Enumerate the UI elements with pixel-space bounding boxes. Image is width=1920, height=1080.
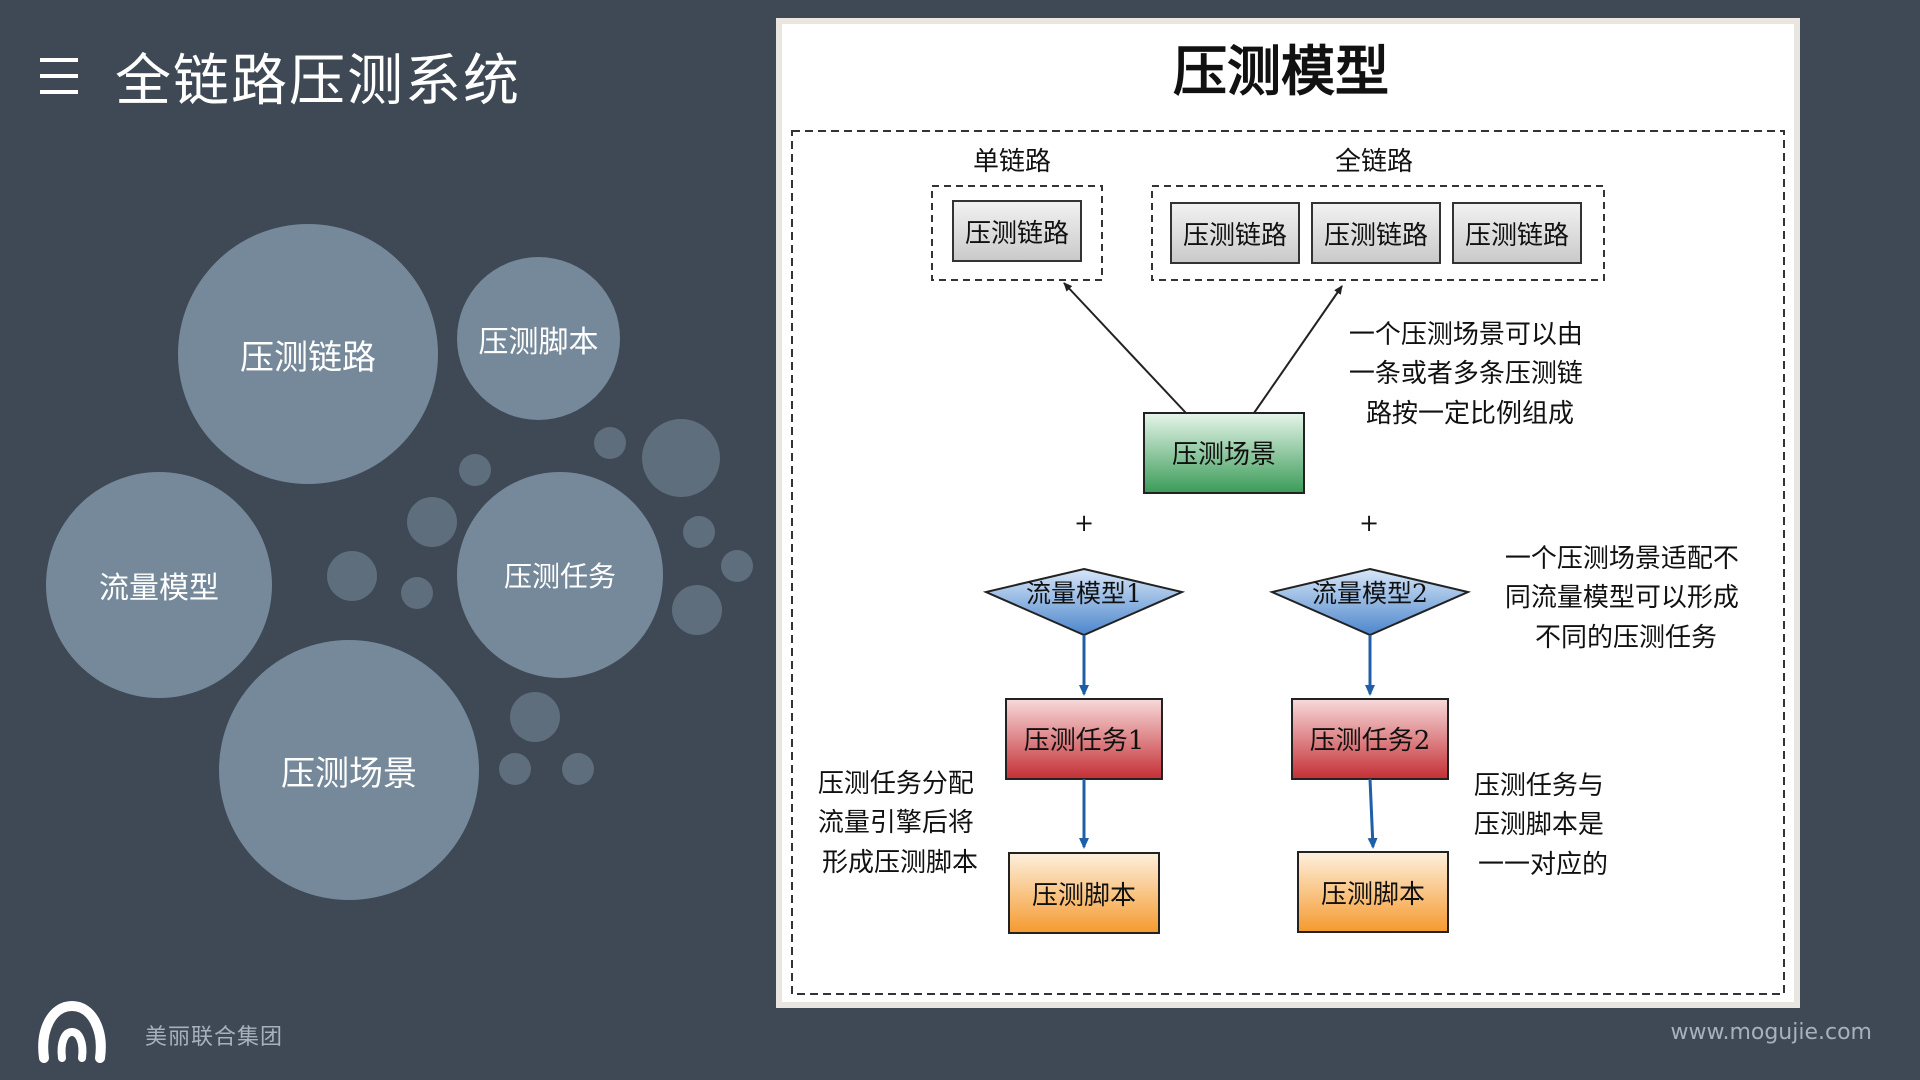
scene-box: 压测场景: [1143, 412, 1305, 494]
bubble-chain: 压测链路: [178, 224, 438, 484]
task-2-box: 压测任务2: [1291, 698, 1449, 780]
decor-dot: [562, 753, 594, 785]
decor-dot: [642, 419, 720, 497]
script-box-1-label: 压测脚本: [1032, 881, 1136, 911]
diagram-title: 压测模型: [1173, 39, 1389, 103]
note-line: 一一对应的: [1478, 850, 1608, 880]
decor-dot: [459, 454, 491, 486]
arrow-scene-to-single: [1063, 282, 1187, 414]
task-1-box: 压测任务1: [1005, 698, 1163, 780]
note-line: 压测任务分配: [818, 769, 974, 799]
decor-dot: [407, 497, 457, 547]
chain-box: 压测链路: [1170, 202, 1300, 264]
outer-dashed-frame: [791, 130, 1785, 995]
note-line: 一个压测场景可以由: [1349, 320, 1583, 350]
decor-dot: [401, 577, 433, 609]
decor-dot: [510, 692, 560, 742]
decor-dot: [594, 427, 626, 459]
menu-icon[interactable]: [40, 58, 78, 94]
diagram-card: 压测模型 单链路 全链路 压测链路 压测链路 压测链路 压测链路: [776, 18, 1800, 1008]
note-line: 形成压测脚本: [822, 848, 978, 878]
chain-box-label: 压测链路: [1183, 221, 1287, 251]
chain-box: 压测链路: [1311, 202, 1441, 264]
task-2-label: 压测任务2: [1310, 726, 1431, 756]
note-scene: 一个压测场景可以由 一条或者多条压测链 路按一定比例组成: [1349, 320, 1591, 429]
decor-dot: [683, 516, 715, 548]
note-line: 一个压测场景适配不: [1505, 544, 1739, 574]
task-1-label: 压测任务1: [1024, 726, 1145, 756]
note-line: 同流量模型可以形成: [1505, 583, 1739, 613]
note-line: 不同的压测任务: [1535, 623, 1717, 653]
note-line: 路按一定比例组成: [1366, 399, 1574, 429]
traffic-model-2-label: 流量模型2: [1312, 579, 1428, 608]
single-chain-label: 单链路: [973, 147, 1051, 177]
website-link[interactable]: www.mogujie.com: [1670, 1020, 1873, 1045]
decor-dot: [499, 753, 531, 785]
chain-box: 压测链路: [952, 200, 1082, 262]
arrow-task2-to-script: [1367, 778, 1378, 849]
bubble-scene: 压测场景: [219, 640, 479, 900]
note-line: 压测任务与: [1474, 771, 1604, 801]
arrow-scene-to-full: [1253, 285, 1343, 414]
full-chain-label: 全链路: [1335, 147, 1413, 177]
note-line: 一条或者多条压测链: [1349, 359, 1583, 389]
decor-dot: [327, 551, 377, 601]
plus-sign: +: [1359, 509, 1379, 537]
chain-box: 压测链路: [1452, 202, 1582, 264]
script-box-2: 压测脚本: [1297, 851, 1449, 933]
note-line: 流量引擎后将: [818, 808, 974, 838]
scene-box-label: 压测场景: [1172, 440, 1276, 470]
traffic-model-2-diamond: 流量模型2: [1268, 567, 1472, 637]
chain-box-label: 压测链路: [1324, 221, 1428, 251]
decor-dot: [721, 550, 753, 582]
note-one-to-one: 压测任务与 压测脚本是 一一对应的: [1474, 771, 1612, 880]
script-box-2-label: 压测脚本: [1321, 880, 1425, 910]
page-title: 全链路压测系统: [115, 49, 521, 114]
decor-dot: [672, 585, 722, 635]
model-diagram: 压测模型 单链路 全链路 压测链路 压测链路 压测链路 压测链路: [791, 39, 1785, 995]
traffic-model-1-label: 流量模型1: [1026, 579, 1142, 608]
note-line: 压测脚本是: [1474, 810, 1604, 840]
bubble-traffic-model: 流量模型: [46, 472, 272, 698]
single-chain-group: [931, 185, 1103, 281]
bubble-script: 压测脚本: [457, 257, 620, 420]
company-name: 美丽联合集团: [145, 1025, 284, 1050]
plus-sign: +: [1074, 509, 1094, 537]
note-engine: 压测任务分配 流量引擎后将 形成压测脚本: [818, 769, 982, 878]
company-logo-icon: [38, 1000, 106, 1063]
chain-box-label: 压测链路: [965, 219, 1069, 249]
bubble-task: 压测任务: [457, 472, 663, 678]
script-box-1: 压测脚本: [1008, 852, 1160, 934]
note-model: 一个压测场景适配不 同流量模型可以形成 不同的压测任务: [1505, 544, 1747, 653]
full-chain-group: [1151, 185, 1605, 281]
traffic-model-1-diamond: 流量模型1: [982, 567, 1186, 637]
chain-box-label: 压测链路: [1465, 221, 1569, 251]
